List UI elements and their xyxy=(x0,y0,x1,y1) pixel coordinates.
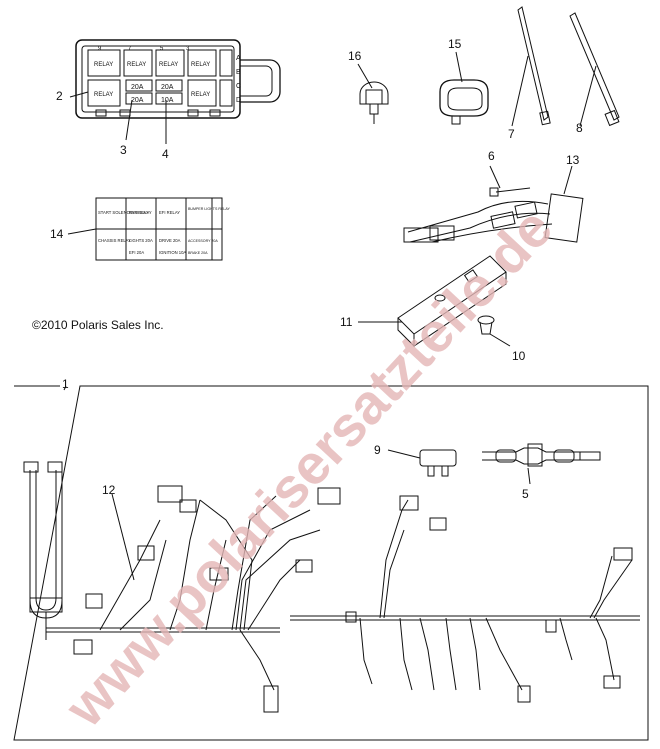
callout-13: 13 xyxy=(566,153,580,167)
callout-14: 14 xyxy=(50,227,64,241)
relay-label: RELAY xyxy=(94,92,113,98)
relay-label: RELAY xyxy=(127,62,146,68)
decal-cell: BUMPER LIGHTS RELAY xyxy=(188,207,230,211)
callout-10: 10 xyxy=(512,349,526,363)
fuse-row: C xyxy=(236,83,241,90)
fuse-top-number: 9 xyxy=(98,46,102,52)
watermark-text: www.polarisersatzteile.de xyxy=(52,196,564,739)
relay-label: RELAY xyxy=(191,92,210,98)
decal-cell: EFI 20A xyxy=(129,250,144,255)
decal-cell: ACCESSORY 20A xyxy=(188,239,218,243)
callout-16: 16 xyxy=(348,49,362,63)
decal-cell: LIGHTS 20A xyxy=(129,238,153,243)
fuse-rating: 10A xyxy=(161,97,174,104)
fuse-row: D xyxy=(236,97,241,104)
relay xyxy=(187,49,217,77)
fuse-top-number: 5 xyxy=(160,46,164,52)
decal-cell: START SOLENOID RELAY xyxy=(98,210,149,215)
relay xyxy=(87,49,121,77)
decal-cell: CHASSIS RELAY xyxy=(98,238,131,243)
fuse-rating: 20A xyxy=(161,84,174,91)
fuse-rating: 20A xyxy=(131,97,144,104)
callout-9: 9 xyxy=(374,443,381,457)
callout-15: 15 xyxy=(448,37,462,51)
push-pin xyxy=(477,315,495,335)
relay xyxy=(123,49,153,77)
callout-11: 11 xyxy=(340,315,353,329)
relay xyxy=(187,79,217,107)
maxi-fuse xyxy=(419,449,457,477)
main-harness-right xyxy=(290,495,640,703)
cable-tie-7 xyxy=(517,6,551,126)
relay-label: RELAY xyxy=(191,62,210,68)
main-harness-frame xyxy=(13,385,649,741)
fuse-row: B xyxy=(236,69,241,76)
callout-3: 3 xyxy=(120,143,127,157)
main-harness-left xyxy=(23,461,341,713)
relay-label: RELAY xyxy=(94,62,113,68)
callout-7: 7 xyxy=(508,127,515,141)
inline-fuse-holder xyxy=(482,443,601,467)
callout-8: 8 xyxy=(576,121,583,135)
fuse-top-number: 3 xyxy=(186,46,190,52)
fuse-box xyxy=(75,39,281,119)
callout-4: 4 xyxy=(162,147,169,161)
clamp-part xyxy=(359,81,389,124)
relay xyxy=(155,49,185,77)
callout-2: 2 xyxy=(56,89,63,103)
callout-6: 6 xyxy=(488,149,495,163)
decal-cell: EFI RELAY xyxy=(159,210,180,215)
sub-harness xyxy=(403,187,584,243)
callout-5: 5 xyxy=(522,487,529,501)
relay-label: RELAY xyxy=(159,62,178,68)
cable-tie-8 xyxy=(569,12,620,127)
decal-cell: IGNITION 10A xyxy=(159,250,186,255)
decal-cell: FAN RELAY xyxy=(129,210,152,215)
fuse-rating: 20A xyxy=(131,84,144,91)
callout-1: 1 xyxy=(62,377,69,391)
callout-12: 12 xyxy=(102,483,116,497)
decal-cell: DRIVE 20A xyxy=(159,238,181,243)
fuse-row: A xyxy=(236,55,241,62)
copyright-text: ©2010 Polaris Sales Inc. xyxy=(32,318,164,332)
decal-cell: BRAKE 20A xyxy=(188,251,208,255)
mounting-bracket xyxy=(397,255,507,348)
relay xyxy=(87,79,121,107)
connector-part xyxy=(439,79,489,125)
fuse-top-number: 7 xyxy=(128,46,132,52)
